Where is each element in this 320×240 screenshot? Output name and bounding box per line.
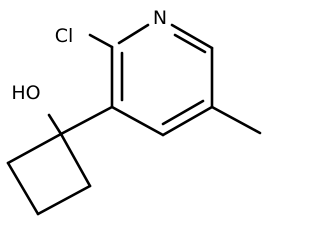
- bond-n1-c6-inner: [173, 33, 207, 54]
- pyridine-ring: [110, 23, 214, 137]
- bond-c2-n1: [117, 23, 150, 45]
- molecule-structure: Cl N HO: [6, 7, 262, 216]
- methyl-bond: [210, 105, 262, 135]
- bond-c2-cl: [88, 33, 114, 49]
- bond-n1-c6: [170, 23, 214, 50]
- bond-c5-c4-inner: [161, 99, 205, 126]
- cyclobutane-bond-top: [6, 132, 63, 165]
- bond-c4-c3: [110, 105, 165, 137]
- cyclobutane-bond-right: [59, 132, 92, 188]
- chlorine-label: Cl: [55, 25, 74, 47]
- hydroxyl-label: HO: [11, 82, 40, 104]
- bond-c3-cyclobutyl: [59, 105, 114, 136]
- bond-c5-c4: [161, 105, 214, 137]
- cyclobutane-bond-bottom: [36, 184, 92, 216]
- bond-c-oh: [47, 113, 63, 136]
- cyclobutane-ring: [6, 132, 92, 216]
- nitrogen-label: N: [153, 7, 167, 29]
- cyclobutane-bond-left: [6, 161, 40, 216]
